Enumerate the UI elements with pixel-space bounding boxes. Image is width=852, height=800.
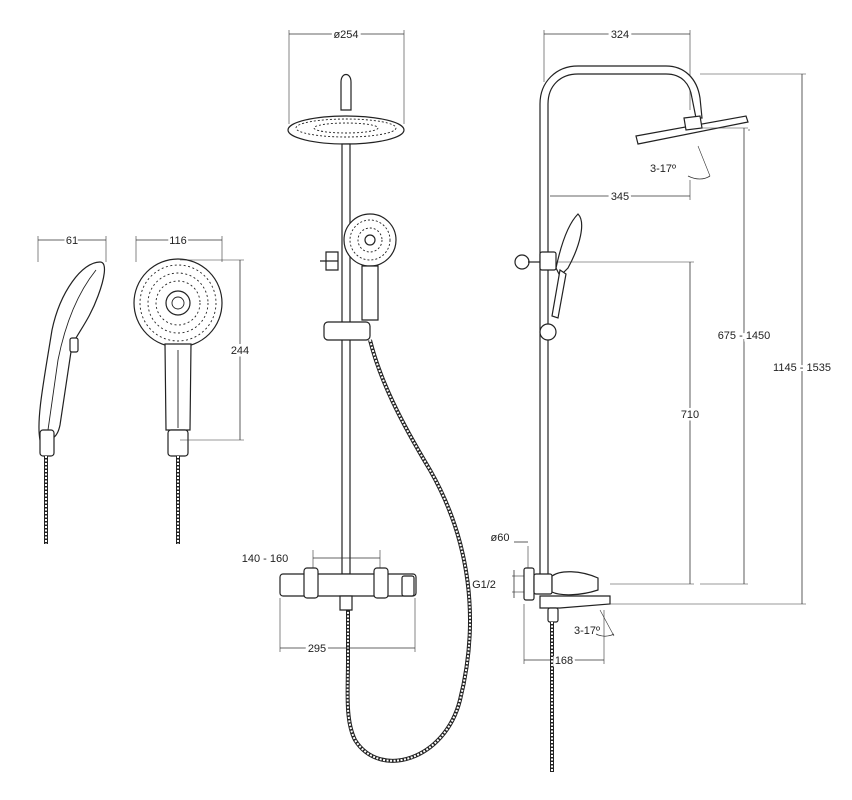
dim-handshower-face-width: 116 — [169, 235, 187, 247]
dim-arm-projection: 324 — [611, 29, 629, 41]
dim-handshower-side-width: 61 — [66, 235, 78, 247]
dim-head-tilt: 3-17º — [650, 163, 676, 175]
dim-thread: G1/2 — [472, 579, 496, 591]
handshower-side-view: 61 — [37, 233, 107, 544]
dim-column-to-mixer: 710 — [681, 409, 699, 421]
shower-column-front-view: ø254 140 - 160 295 — [242, 27, 472, 763]
dim-total-height: 1145 - 1535 — [773, 362, 831, 374]
dim-spout-length: 168 — [555, 655, 573, 667]
dim-spout-tilt: 3-17º — [574, 625, 600, 637]
dim-flange-diameter: ø60 — [491, 532, 510, 544]
dim-arm-reach: 345 — [611, 191, 629, 203]
dim-mixer-width: 295 — [308, 643, 326, 655]
shower-column-side-view: 324 3-17º 345 710 675 - 1450 1145 - 1535 — [472, 27, 833, 772]
dim-head-diameter: ø254 — [333, 29, 358, 41]
handshower-front-view: 116 244 — [133, 233, 252, 544]
dim-handshower-length: 244 — [231, 345, 249, 357]
dim-bar-distance: 140 - 160 — [242, 553, 288, 565]
dim-holder-range: 675 - 1450 — [718, 330, 771, 342]
